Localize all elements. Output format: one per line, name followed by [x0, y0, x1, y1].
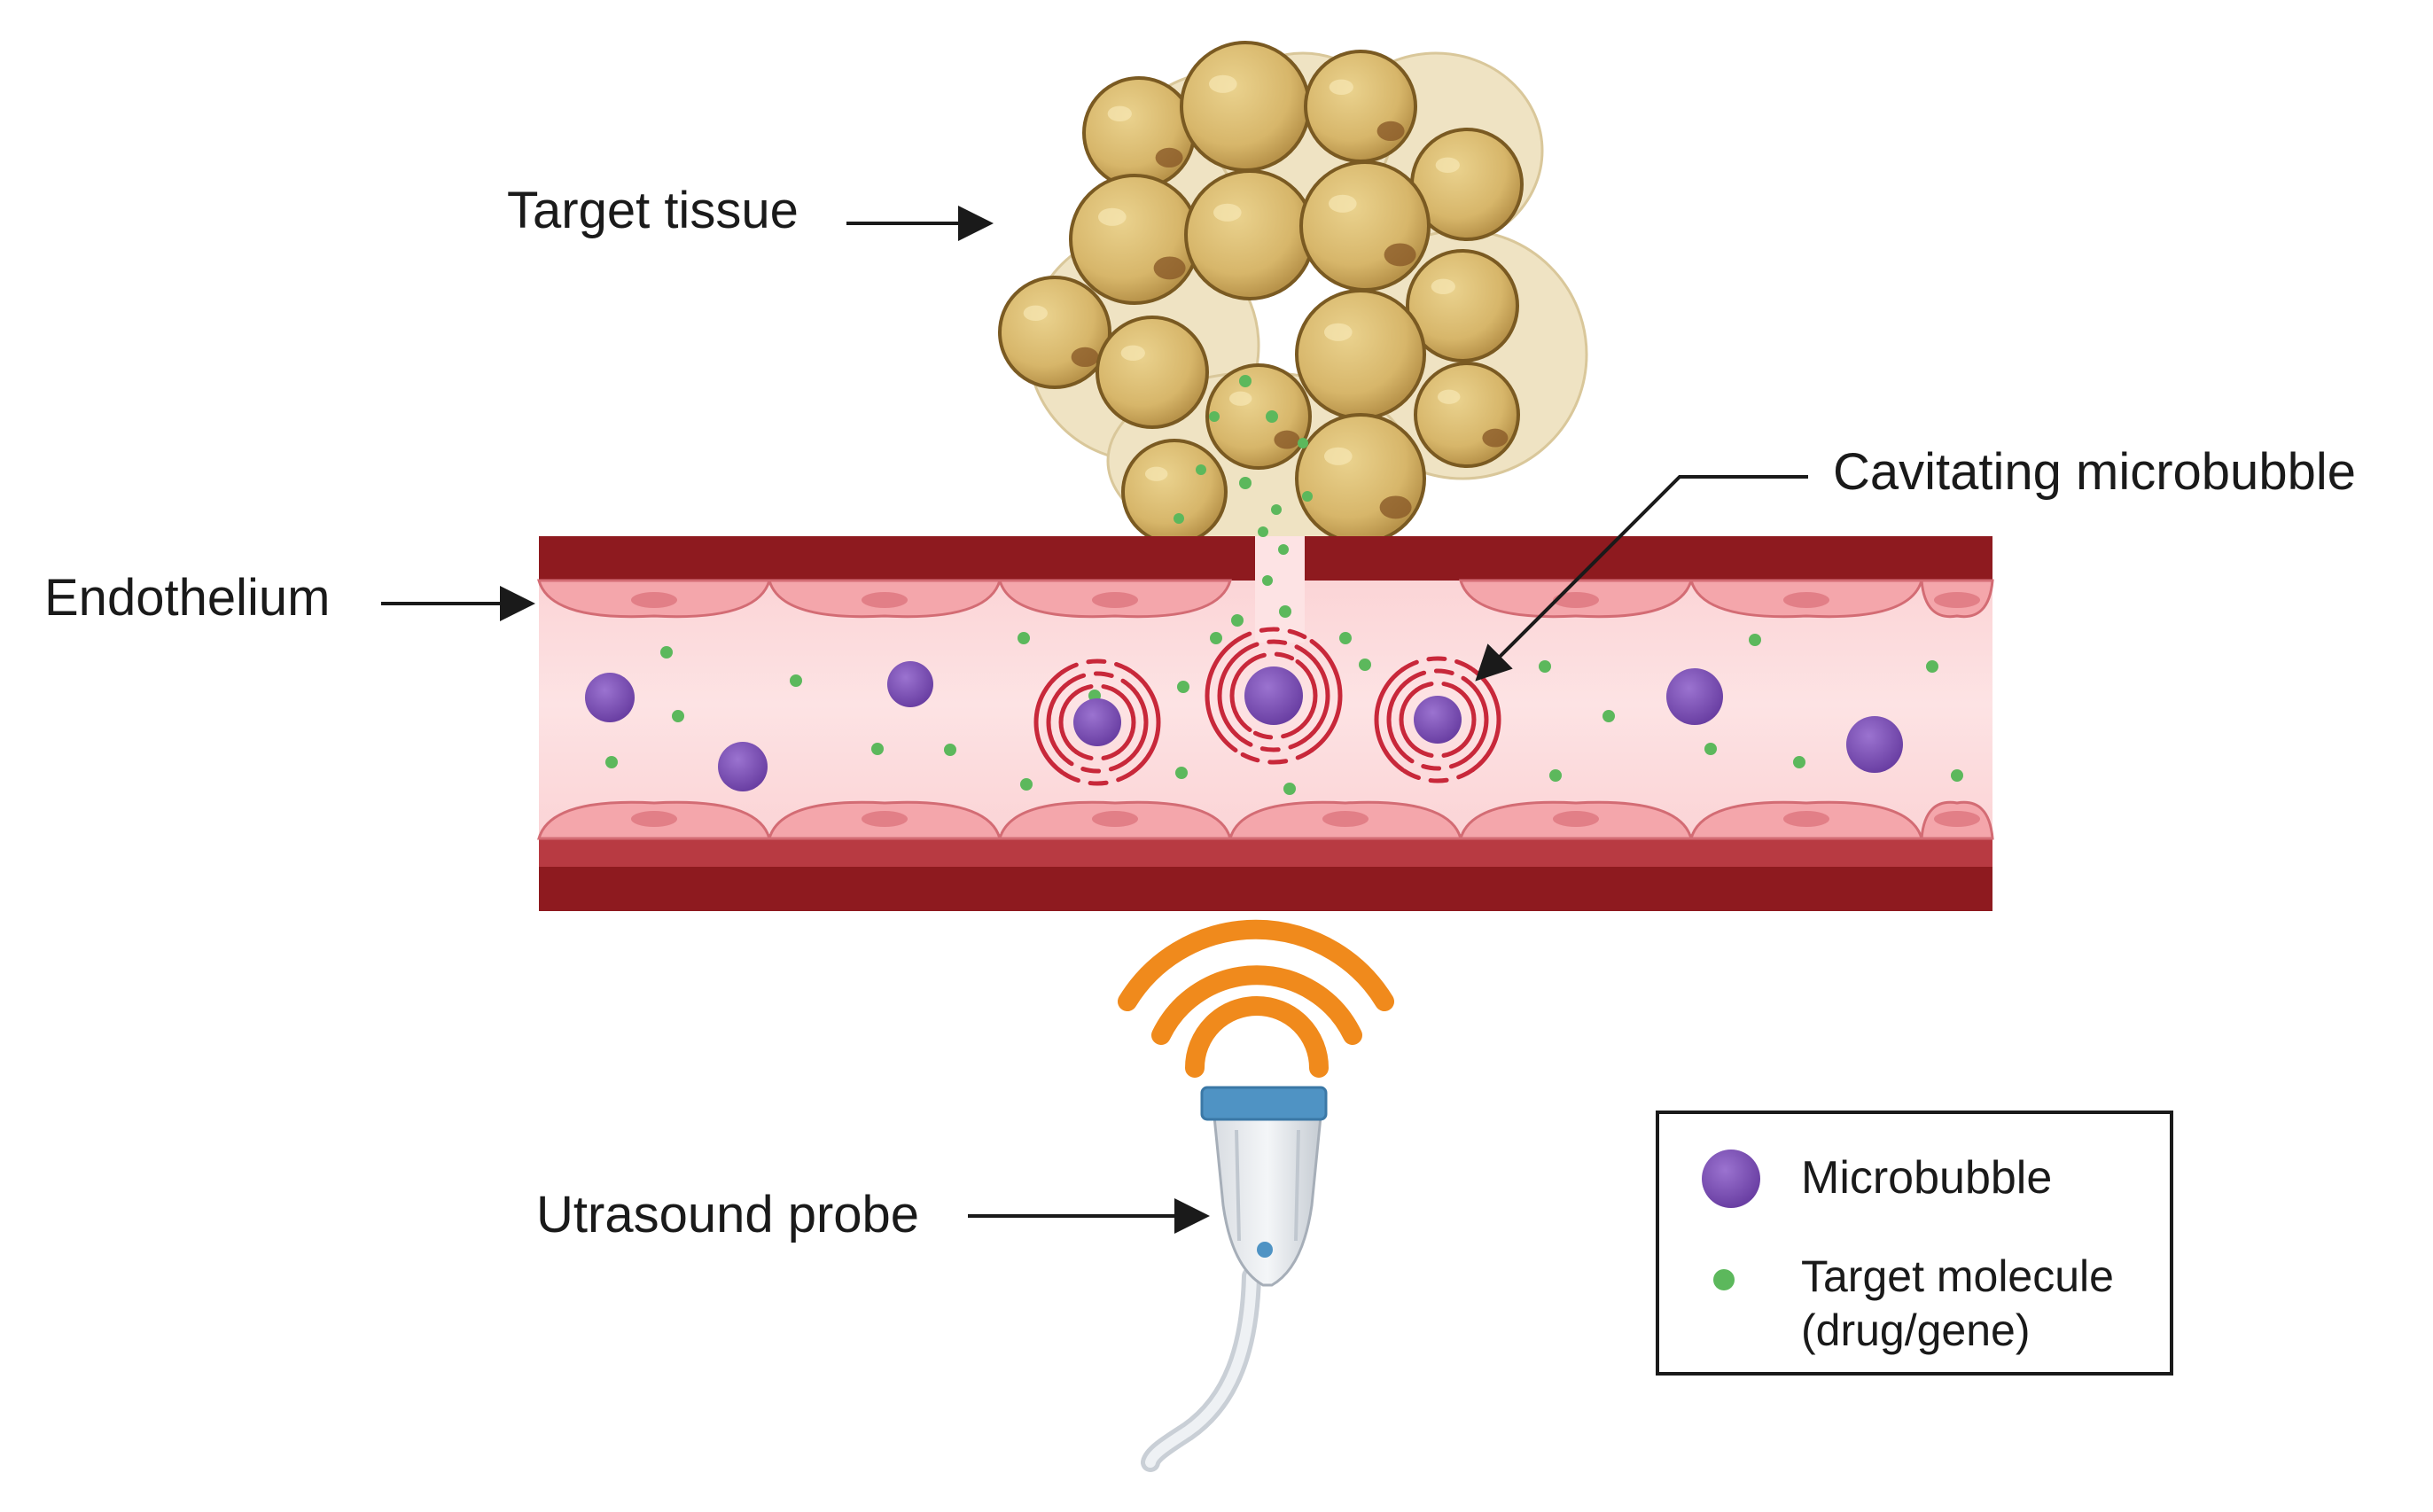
target-tissue-label: Target tissue	[507, 182, 799, 239]
legend-target-molecule-swatch	[1713, 1269, 1735, 1290]
endothelial-cell	[998, 579, 1232, 619]
tissue-cell	[1414, 362, 1520, 468]
endothelial-cell	[768, 579, 1002, 619]
legend: Microbubble Target molecule (drug/gene)	[1656, 1111, 2173, 1376]
endothelial-gap	[1255, 536, 1305, 643]
tissue-cell	[1184, 169, 1315, 300]
ultrasound-waves-icon	[1118, 919, 1394, 1078]
legend-microbubble-swatch	[1702, 1150, 1760, 1208]
endothelium-label: Endothelium	[44, 569, 330, 627]
target-tissue-cluster	[998, 41, 1588, 551]
tissue-cell	[1406, 249, 1519, 362]
legend-target-molecule-sublabel: (drug/gene)	[1801, 1305, 2031, 1355]
vessel-wall-bottom	[539, 867, 1992, 911]
vessel-wall-bottom-inner	[539, 838, 1992, 867]
label-target-tissue: Target tissue	[507, 182, 994, 241]
endothelial-cell	[1920, 800, 1994, 840]
tissue-cell	[1295, 413, 1426, 544]
endothelial-cell	[1459, 579, 1693, 619]
vessel-wall-top-right	[1305, 536, 1992, 581]
legend-microbubble-label: Microbubble	[1801, 1152, 2052, 1204]
endothelium-bottom-layer	[537, 800, 1994, 840]
tissue-cell	[1180, 41, 1311, 172]
ultrasound-probe-icon	[1141, 1086, 1328, 1472]
endothelial-cell	[768, 800, 1002, 840]
tissue-cell	[1082, 76, 1196, 190]
cavitating-microbubble	[1374, 656, 1501, 783]
free-microbubbles	[585, 661, 1903, 791]
cavitating-microbubble	[1205, 627, 1343, 765]
tissue-cell	[998, 276, 1111, 389]
endothelial-cell	[1689, 800, 1923, 840]
tissue-cell	[1299, 160, 1431, 292]
tissue-cells	[998, 41, 1524, 545]
endothelium-top-layer	[537, 579, 1994, 619]
endothelial-cell	[1459, 800, 1693, 840]
endothelial-cell	[1689, 579, 1923, 619]
vessel-wall-top-left	[539, 536, 1255, 581]
endothelial-cell	[998, 800, 1232, 840]
label-ultrasound-probe: Utrasound probe	[536, 1186, 1210, 1243]
label-endothelium: Endothelium	[44, 569, 535, 627]
endothelial-cell	[537, 579, 771, 619]
blood-vessel	[537, 526, 1994, 911]
tissue-cell	[1096, 316, 1209, 429]
legend-target-molecule-label: Target molecule	[1801, 1251, 2114, 1301]
label-cavitating-microbubble: Cavitating microbubble	[1475, 443, 2356, 682]
utrasound-probe-label: Utrasound probe	[536, 1186, 919, 1243]
endothelial-cell	[537, 800, 771, 840]
tissue-cell	[1205, 363, 1312, 470]
tissue-cell	[1295, 289, 1426, 420]
lumen-target-molecules	[605, 526, 1963, 795]
cavitating-microbubble	[1033, 659, 1161, 786]
cavitating-microbubbles	[1033, 627, 1501, 786]
tissue-cell	[1069, 174, 1200, 305]
endothelial-cell	[1920, 579, 1994, 619]
tissue-cell	[1121, 439, 1228, 545]
endothelial-cell	[1228, 800, 1462, 840]
tissue-molecules	[1174, 375, 1313, 524]
tissue-cell	[1304, 50, 1417, 163]
cavitating-microbubble-label: Cavitating microbubble	[1833, 443, 2356, 501]
